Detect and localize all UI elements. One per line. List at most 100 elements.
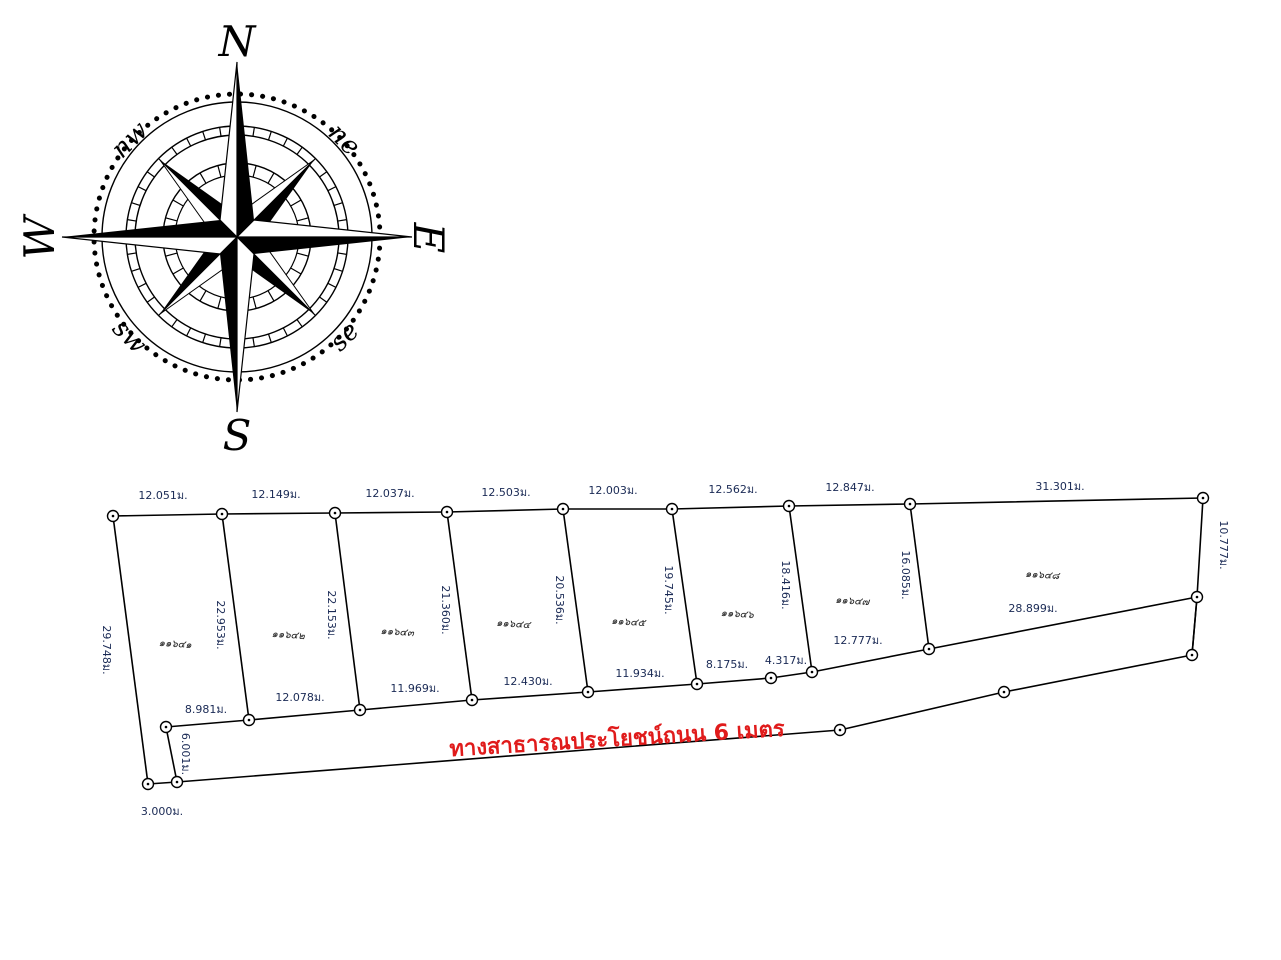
side-dim-6: 18.416ม. — [779, 560, 792, 609]
top-dim-4: 12.503ม. — [481, 486, 530, 499]
plot-number-7: ๑๑๖๔๗ — [835, 595, 871, 608]
plot-number-6: ๑๑๖๔๖ — [720, 608, 754, 621]
compass-tick — [319, 296, 328, 303]
top-dim-1: 12.051ม. — [138, 489, 187, 502]
compass-tick — [319, 171, 328, 178]
top-dimension-labels: 12.051ม. 12.149ม. 12.037ม. 12.503ม. 12.0… — [138, 480, 1084, 502]
compass-tick — [296, 319, 303, 328]
boundary-marker-dot — [111, 514, 115, 518]
compass-tick — [172, 199, 184, 207]
compass-tick — [252, 337, 255, 347]
boundary-marker-dot — [164, 725, 168, 729]
plot-number-3: ๑๑๖๔๓ — [380, 626, 415, 639]
compass-label-southwest: sw — [106, 314, 152, 360]
compass-tick — [146, 296, 155, 303]
compass-tick — [171, 146, 178, 155]
boundary-marker-dot — [1195, 595, 1199, 599]
compass-tick — [127, 219, 137, 222]
compass-tick — [296, 217, 309, 222]
survey-markers — [106, 491, 1210, 791]
side-dim-2: 22.153ม. — [325, 590, 338, 639]
access-bottom-dim: 3.000ม. — [141, 805, 183, 818]
compass-tick — [282, 327, 288, 337]
bottom-dim-1: 8.981ม. — [185, 703, 227, 716]
west-boundary — [112, 515, 149, 785]
compass-tick — [252, 165, 257, 178]
compass-tick — [165, 217, 178, 222]
top-dim-2: 12.149ม. — [251, 488, 300, 501]
compass-tick — [296, 252, 309, 257]
compass-tick — [267, 172, 275, 184]
plot-number-2: ๑๑๖๔๒ — [271, 629, 305, 642]
plot-number-labels: ๑๑๖๔๑ ๑๑๖๔๒ ๑๑๖๔๓ ๑๑๖๔๔ ๑๑๖๔๕ ๑๑๖๔๖ ๑๑๖๔… — [158, 569, 1061, 651]
bottom-dim-3: 11.969ม. — [390, 682, 439, 695]
top-dim-3: 12.037ม. — [365, 487, 414, 500]
boundary-marker-dot — [175, 780, 179, 784]
compass-tick — [333, 202, 343, 207]
compass-tick — [172, 267, 184, 275]
boundary-marker-dot — [1201, 496, 1205, 500]
side-dim-3: 21.360ม. — [439, 585, 452, 634]
compass-label-north: N — [218, 17, 257, 66]
compass-tick — [131, 202, 141, 207]
road-inner-edge — [1191, 596, 1198, 656]
boundary-marker-dot — [247, 718, 251, 722]
compass-tick — [186, 327, 192, 337]
compass-tick — [219, 127, 222, 137]
boundary-marker-dot — [670, 507, 674, 511]
compass-tick — [202, 333, 207, 343]
division-4 — [562, 508, 589, 693]
west-side-dim: 29.748ม. — [100, 625, 113, 674]
top-dim-8: 31.301ม. — [1035, 480, 1084, 493]
division-2 — [334, 512, 361, 711]
boundary-marker-dot — [927, 647, 931, 651]
compass-tick — [165, 252, 178, 257]
top-dim-7: 12.847ม. — [825, 481, 874, 494]
division-6 — [788, 505, 813, 673]
bottom-dim-4: 12.430ม. — [503, 675, 552, 688]
boundary-marker-dot — [146, 782, 150, 786]
compass-tick — [267, 290, 275, 302]
bottom-dim-8: 12.777ม. — [833, 634, 882, 647]
division-5 — [671, 508, 698, 685]
compass-tick — [327, 282, 337, 288]
compass-cardinal-points — [61, 61, 413, 413]
compass-label-south: S — [223, 411, 252, 460]
boundary-marker-dot — [695, 682, 699, 686]
compass-tick — [337, 219, 347, 222]
compass-tick — [296, 146, 303, 155]
boundary-marker-dot — [787, 504, 791, 508]
side-dim-4: 20.536ม. — [553, 575, 566, 624]
plot-number-8: ๑๑๖๔๘ — [1025, 569, 1061, 582]
compass-tick — [137, 282, 147, 288]
bottom-dimension-labels: 8.981ม. 12.078ม. 11.969ม. 12.430ม. 11.93… — [141, 602, 1058, 818]
side-dim-5: 19.745ม. — [662, 565, 675, 614]
road-label: ทางสาธารณประโยชน์ถนน 6 เมตร — [449, 715, 786, 762]
bottom-dim-9: 28.899ม. — [1008, 602, 1057, 615]
compass-label-southeast: se — [324, 316, 366, 358]
bottom-dim-7: 4.317ม. — [765, 654, 807, 667]
boundary-marker-dot — [586, 690, 590, 694]
boundary-marker-dot — [358, 708, 362, 712]
plot-number-1: ๑๑๖๔๑ — [158, 638, 192, 651]
compass-tick — [337, 252, 347, 255]
boundary-marker-dot — [445, 510, 449, 514]
compass-tick — [131, 267, 141, 272]
top-dim-5: 12.003ม. — [588, 484, 637, 497]
division-7 — [909, 503, 930, 650]
compass-tick — [327, 186, 337, 192]
side-dim-1: 22.953ม. — [214, 600, 227, 649]
access-west-edge — [165, 726, 178, 783]
compass-tick — [186, 137, 192, 147]
boundary-marker-dot — [333, 511, 337, 515]
access-width-dim: 6.001ม. — [179, 733, 192, 775]
side-dim-8: 10.777ม. — [1217, 520, 1230, 569]
compass-tick — [217, 165, 222, 178]
bottom-dim-5: 11.934ม. — [615, 667, 664, 680]
side-dim-7: 16.085ม. — [899, 550, 912, 599]
compass-label-east: E — [404, 222, 453, 254]
boundary-marker-dot — [908, 502, 912, 506]
compass-tick — [202, 131, 207, 141]
boundary-marker-dot — [1002, 690, 1006, 694]
compass-tick — [290, 199, 302, 207]
